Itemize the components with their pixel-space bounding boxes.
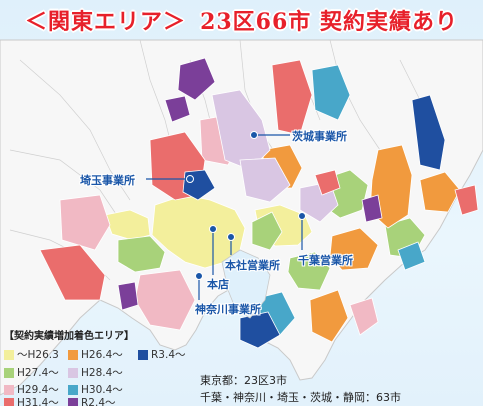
- legend-swatch: [4, 384, 14, 395]
- main-store-marker: [209, 225, 217, 233]
- region-green-4: [287, 251, 331, 291]
- legend-swatch: [68, 367, 78, 378]
- region-red-2: [271, 59, 313, 136]
- region-orange-4: [309, 289, 349, 343]
- region-purple-4: [361, 194, 383, 223]
- legend-item: H29.4～: [4, 382, 59, 397]
- region-navy-3: [239, 311, 281, 349]
- region-teal-3: [397, 241, 426, 271]
- region-navy-1: [411, 94, 446, 171]
- region-lavender-1: [211, 89, 271, 171]
- legend-title: 【契約実績増加着色エリア】: [4, 331, 134, 342]
- legend-item: H31.4～: [4, 395, 59, 406]
- label-saitama-office: 埼玉事業所: [80, 174, 135, 187]
- region-purple-2: [164, 95, 191, 123]
- legend-swatch: [4, 367, 14, 378]
- legend-swatch: [4, 397, 14, 406]
- chiba-office-marker: [298, 212, 306, 220]
- region-pink-1: [59, 194, 111, 251]
- region-purple-3: [117, 281, 139, 311]
- title-sub: 23区66市 契約実績あり: [200, 9, 458, 35]
- legend-item: H28.4～: [68, 365, 123, 380]
- region-lavender-2: [239, 157, 291, 203]
- legend-label: H29.4～: [17, 384, 59, 396]
- ibaraki-office-marker: [250, 131, 258, 139]
- label-kanagawa-office: 神奈川事業所: [195, 303, 261, 316]
- region-green-1: [117, 235, 166, 273]
- region-red-4: [314, 169, 341, 196]
- region-pink-4: [349, 297, 379, 336]
- legend-label: H28.4～: [81, 367, 123, 379]
- legend-label: R2.4～: [81, 397, 116, 406]
- legend-swatch: [68, 397, 78, 406]
- legend-item: H27.4～: [4, 365, 59, 380]
- legend-item: R3.4～: [138, 347, 186, 362]
- legend-item: H30.4～: [68, 382, 123, 397]
- region-green-3: [251, 211, 283, 251]
- region-yellow-west: [104, 209, 151, 241]
- legend-item: ～H26.3: [4, 347, 59, 362]
- legend-swatch: [138, 349, 148, 360]
- label-ibaraki-office: 茨城事業所: [292, 130, 347, 143]
- shaded-regions: [39, 57, 479, 349]
- legend-item: R2.4～: [68, 395, 116, 406]
- legend-label: H26.4～: [81, 349, 123, 361]
- label-chiba-office: 千葉営業所: [298, 254, 353, 267]
- region-red-3: [39, 244, 106, 301]
- label-head-sales-office: 本社営業所: [225, 259, 280, 272]
- stats-tokyo: 東京都：23区3市: [200, 374, 287, 387]
- region-red-5: [454, 184, 479, 216]
- stats-others: 千葉・神奈川・埼玉・茨城・静岡：63市: [200, 391, 401, 404]
- legend-label: ～H26.3: [17, 349, 59, 361]
- legend-label: R3.4～: [151, 349, 186, 361]
- office-markers: [146, 131, 306, 300]
- region-orange-5: [419, 171, 461, 213]
- legend-label: H27.4～: [17, 367, 59, 379]
- head-office-marker: [227, 233, 235, 241]
- kanagawa-office-marker: [195, 272, 203, 280]
- legend: 【契約実績増加着色エリア】 ～H26.3 H26.4～ R3.4～ H27.4～…: [4, 327, 204, 406]
- title-main: ＜関東エリア＞: [25, 9, 187, 35]
- region-orange-3: [329, 227, 379, 271]
- legend-label: H31.4～: [17, 397, 59, 406]
- saitama-office-marker: [186, 175, 194, 183]
- title-bar: ＜関東エリア＞ 23区66市 契約実績あり: [0, 0, 483, 40]
- legend-swatch: [68, 384, 78, 395]
- label-main-store: 本店: [207, 278, 229, 291]
- region-purple-1: [177, 57, 216, 101]
- legend-swatch: [4, 349, 14, 360]
- legend-item: H26.4～: [68, 347, 123, 362]
- legend-label: H30.4～: [81, 384, 123, 396]
- legend-swatch: [68, 349, 78, 360]
- region-teal-1: [311, 64, 351, 121]
- tokyo-bay: [221, 249, 271, 319]
